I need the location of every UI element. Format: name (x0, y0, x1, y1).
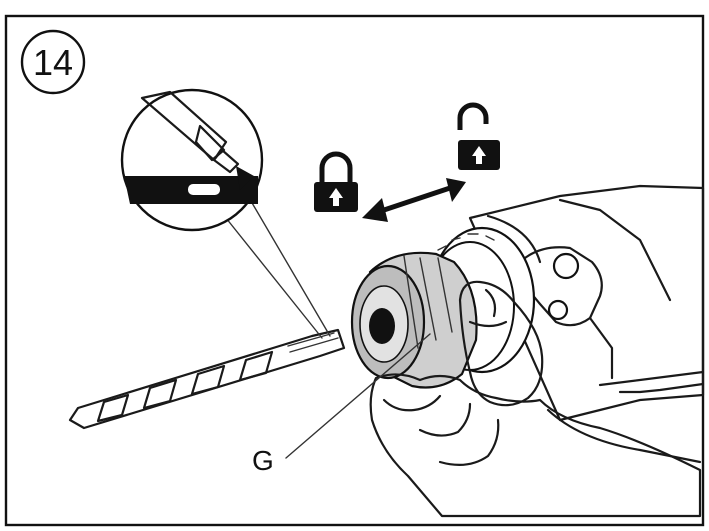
callout-leader-line (285, 333, 431, 459)
drill-bit (68, 328, 346, 430)
drill-body (468, 184, 705, 422)
detail-magnifier (120, 88, 264, 232)
magnifier-line-a (225, 217, 323, 339)
padlock-closed-icon (314, 151, 358, 212)
magnifier-line-b (247, 195, 331, 337)
double-arrow-icon (362, 178, 466, 222)
step-number: 14 (33, 42, 73, 83)
figure-frame (4, 14, 705, 527)
callout-label: G (252, 445, 274, 476)
padlock-open-icon (457, 102, 500, 170)
hand (369, 280, 702, 518)
step-number-badge: 14 (20, 29, 86, 95)
keyless-chuck (350, 251, 478, 389)
